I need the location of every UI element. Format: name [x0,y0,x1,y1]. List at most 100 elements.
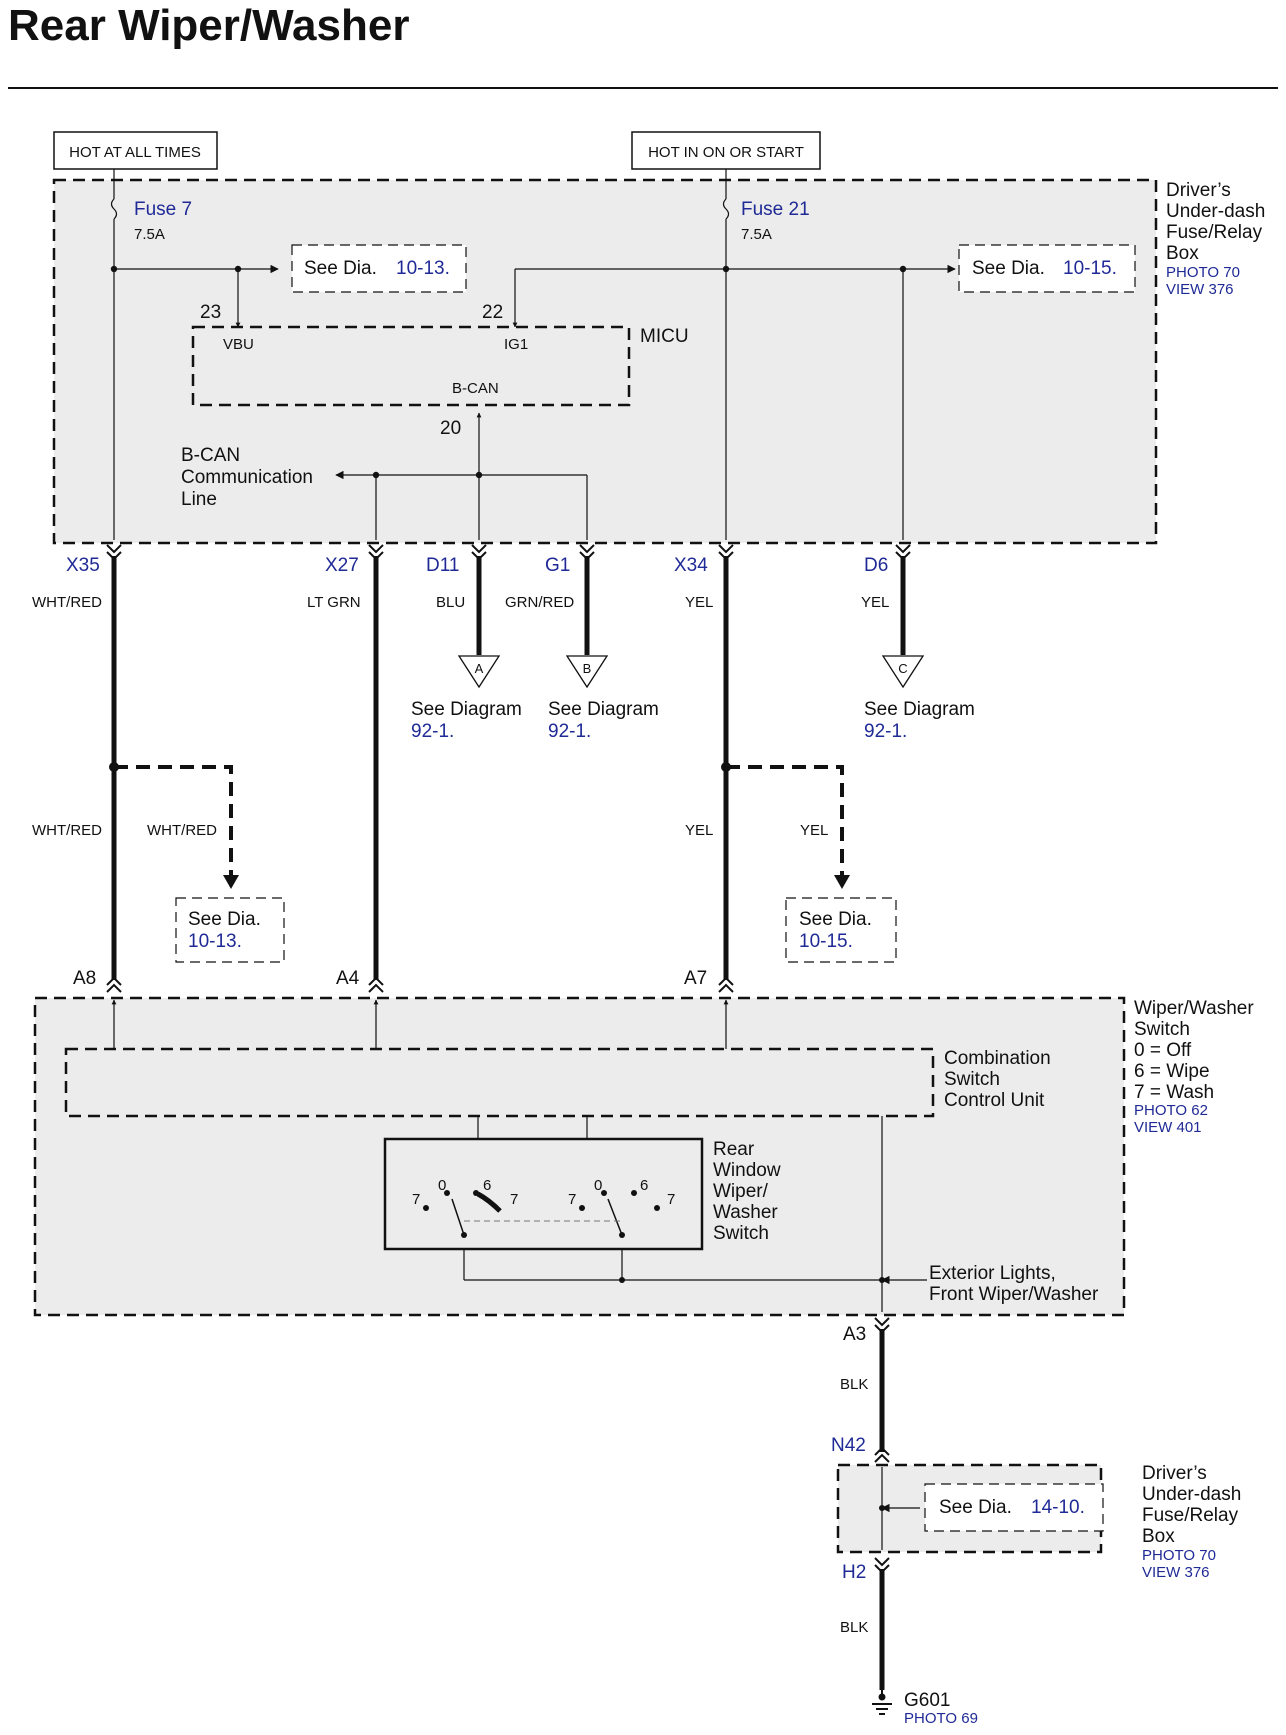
svg-text:Line: Line [181,489,217,510]
see-dia-10-13-branch[interactable]: See Dia. 10-13. [175,897,285,963]
ground-name: G601 [904,1690,950,1711]
bcan-communication-line-label: B-CAN Communication Line [181,445,313,510]
svg-text:Fuse/Relay: Fuse/Relay [1142,1505,1239,1526]
svg-text:Box: Box [1142,1526,1175,1547]
see-dia-10-15-branch-ref[interactable]: 10-15. [799,931,853,952]
micu-ig1-label: IG1 [504,336,528,353]
svg-text:6 = Wipe: 6 = Wipe [1134,1061,1210,1082]
wire-x27-color: LT GRN [307,594,361,611]
hot-in-on-or-start-box: HOT IN ON OR START [631,131,821,170]
see-dia-10-15-branch[interactable]: See Dia. 10-15. [785,897,897,963]
see-dia-14-10[interactable]: See Dia. 14-10. [924,1483,1104,1532]
rear-switch-caption: Rear Window Wiper/ Washer Switch [713,1139,781,1244]
micu-pin-20: 20 [440,418,461,439]
svg-text:Communication: Communication [181,467,313,488]
rear-window-wiper-washer-switch[interactable] [383,1137,704,1251]
connector-g1[interactable]: G1 [545,555,570,576]
micu-pin-22: 22 [482,302,503,323]
see-dia-14-10-prefix: See Dia. [939,1497,1012,1518]
wiper-switch-view[interactable]: VIEW 401 [1134,1119,1202,1136]
left-pos-0: 0 [438,1177,446,1194]
svg-text:A: A [475,661,484,676]
svg-text:0 = Off: 0 = Off [1134,1040,1192,1061]
fuse-box-top-name-1: Driver’s [1166,180,1231,201]
right-pos-0: 0 [594,1177,602,1194]
wire-g1-color: GRN/RED [505,594,574,611]
svg-text:B-CAN: B-CAN [181,445,240,466]
right-pos-6: 6 [640,1177,648,1194]
connector-x27[interactable]: X27 [325,555,359,576]
offpage-a-ref[interactable]: 92-1. [411,721,454,742]
svg-text:Under-dash: Under-dash [1142,1484,1241,1505]
fuse-box-bottom-photo[interactable]: PHOTO 70 [1142,1547,1216,1564]
micu-label: MICU [640,326,689,347]
fuse-box-bottom-caption: Driver’s Under-dash Fuse/Relay Box PHOTO… [1142,1463,1241,1581]
ground-g601: G601 PHOTO 69 [872,1690,978,1727]
fuse-box-top-name-4: Box [1166,243,1199,264]
hot-in-on-or-start-label: HOT IN ON OR START [648,144,804,161]
wire-branch-left-color: WHT/RED [147,822,217,839]
svg-text:Front Wiper/Washer: Front Wiper/Washer [929,1284,1099,1305]
see-dia-10-15-top-ref[interactable]: 10-15. [1063,258,1117,279]
svg-text:Combination: Combination [944,1048,1051,1069]
see-dia-10-13-top-prefix: See Dia. [304,258,377,279]
svg-text:Wiper/: Wiper/ [713,1181,769,1202]
see-dia-10-13-top[interactable]: See Dia. 10-13. [291,244,467,293]
fuse-box-top-view[interactable]: VIEW 376 [1166,281,1234,298]
left-pos-6: 6 [483,1177,491,1194]
ground-photo[interactable]: PHOTO 69 [904,1710,978,1727]
svg-text:Switch: Switch [713,1223,769,1244]
connector-x35[interactable]: X35 [66,555,100,576]
offpage-connector-a[interactable]: A See Diagram 92-1. [411,655,522,742]
offpage-c-ref[interactable]: 92-1. [864,721,907,742]
branch-arrowheads [109,762,850,889]
wire-d6-color: YEL [861,594,889,611]
connector-a8[interactable]: A8 [73,968,96,989]
connector-d11[interactable]: D11 [426,555,459,576]
connector-d6[interactable]: D6 [864,555,888,576]
connector-n42[interactable]: N42 [831,1435,866,1456]
fuse-box-bottom-junction [879,1505,885,1511]
svg-text:C: C [898,661,907,676]
exterior-lights-label: Exterior Lights, Front Wiper/Washer [929,1263,1099,1305]
right-pos-7: 7 [568,1191,576,1208]
left-pos-7b: 7 [510,1191,518,1208]
see-dia-14-10-ref[interactable]: 14-10. [1031,1497,1085,1518]
connector-a4[interactable]: A4 [336,968,360,989]
svg-text:7 = Wash: 7 = Wash [1134,1082,1214,1103]
fuse-21-label[interactable]: Fuse 21 [741,199,810,220]
combination-switch-control-unit [64,1047,935,1118]
connector-a3[interactable]: A3 [843,1324,866,1345]
micu-box [191,325,631,407]
wire-ground-lower-color: BLK [840,1619,868,1636]
connector-a7[interactable]: A7 [684,968,707,989]
hot-at-all-times-label: HOT AT ALL TIMES [69,144,201,161]
fuse-box-top-photo[interactable]: PHOTO 70 [1166,264,1240,281]
fuse-7-label[interactable]: Fuse 7 [134,199,192,220]
fuse-21: Fuse 21 7.5A [722,169,810,243]
connector-x34[interactable]: X34 [674,555,708,576]
hot-at-all-times-box: HOT AT ALL TIMES [53,131,218,170]
page-title: Rear Wiper/Washer [8,1,409,50]
fuse-7-rating: 7.5A [134,226,165,243]
see-dia-10-13-branch-prefix: See Dia. [188,909,261,930]
left-pos-7: 7 [412,1191,420,1208]
fuse-21-rating: 7.5A [741,226,772,243]
wire-x35-color: WHT/RED [32,594,102,611]
see-dia-10-15-top[interactable]: See Dia. 10-15. [958,244,1136,293]
connector-h2[interactable]: H2 [842,1562,866,1583]
rear-switch-right-contacts: 7 0 6 7 [568,1177,675,1238]
wiper-washer-switch-caption: Wiper/Washer Switch 0 = Off 6 = Wipe 7 =… [1134,998,1254,1136]
see-dia-10-13-branch-ref[interactable]: 10-13. [188,931,242,952]
see-dia-10-13-top-ref[interactable]: 10-13. [396,258,450,279]
svg-text:Rear: Rear [713,1139,755,1160]
fuse-box-bottom-view[interactable]: VIEW 376 [1142,1564,1210,1581]
offpage-b-ref[interactable]: 92-1. [548,721,591,742]
see-dia-10-15-branch-prefix: See Dia. [799,909,872,930]
offpage-connector-b[interactable]: B See Diagram 92-1. [548,655,659,742]
see-dia-10-15-top-prefix: See Dia. [972,258,1045,279]
offpage-connector-c[interactable]: C See Diagram 92-1. [864,655,975,742]
control-unit-caption: Combination Switch Control Unit [944,1048,1051,1111]
wiper-switch-photo[interactable]: PHOTO 62 [1134,1102,1208,1119]
